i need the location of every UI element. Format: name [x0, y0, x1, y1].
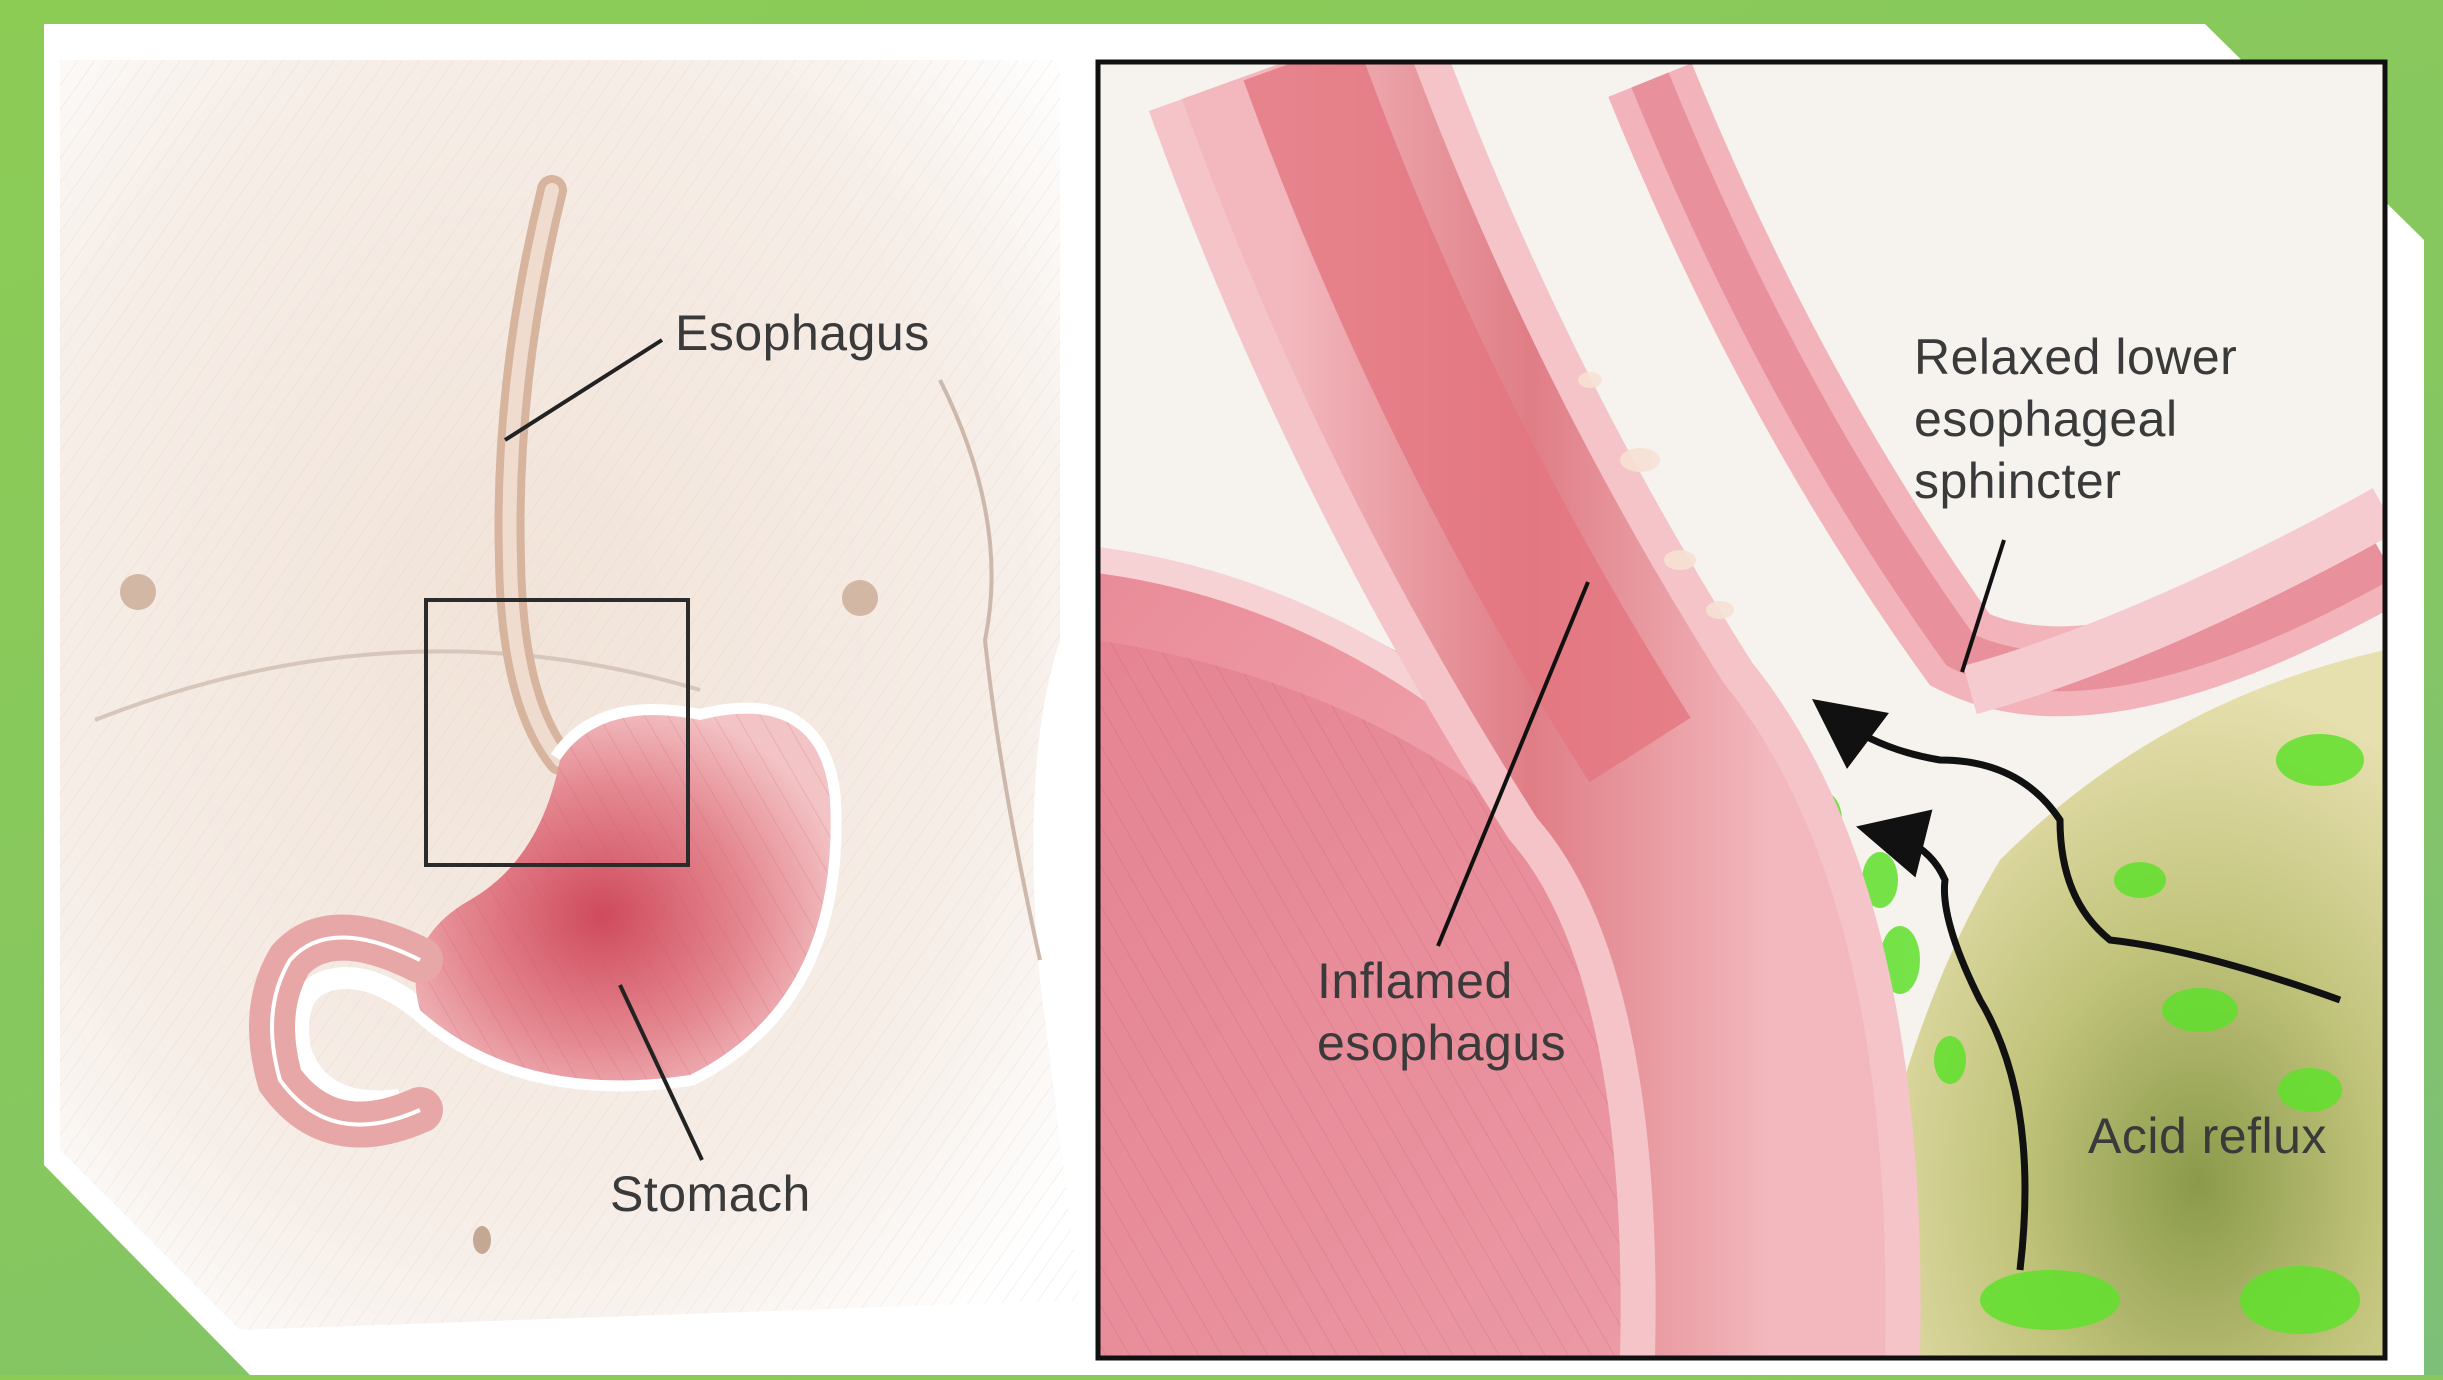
- overview-illustration: [60, 60, 1080, 1330]
- inflamed-esophagus-label: Inflamed esophagus: [1317, 950, 1566, 1074]
- navel: [473, 1226, 491, 1254]
- nipple-right: [842, 580, 878, 616]
- nipple-left: [120, 574, 156, 610]
- lower-sphincter-label: Relaxed lower esophageal sphincter: [1914, 326, 2237, 512]
- acid-reflux-label: Acid reflux: [2088, 1105, 2327, 1167]
- esophagus-label: Esophagus: [675, 302, 930, 364]
- stomach-label: Stomach: [610, 1163, 811, 1225]
